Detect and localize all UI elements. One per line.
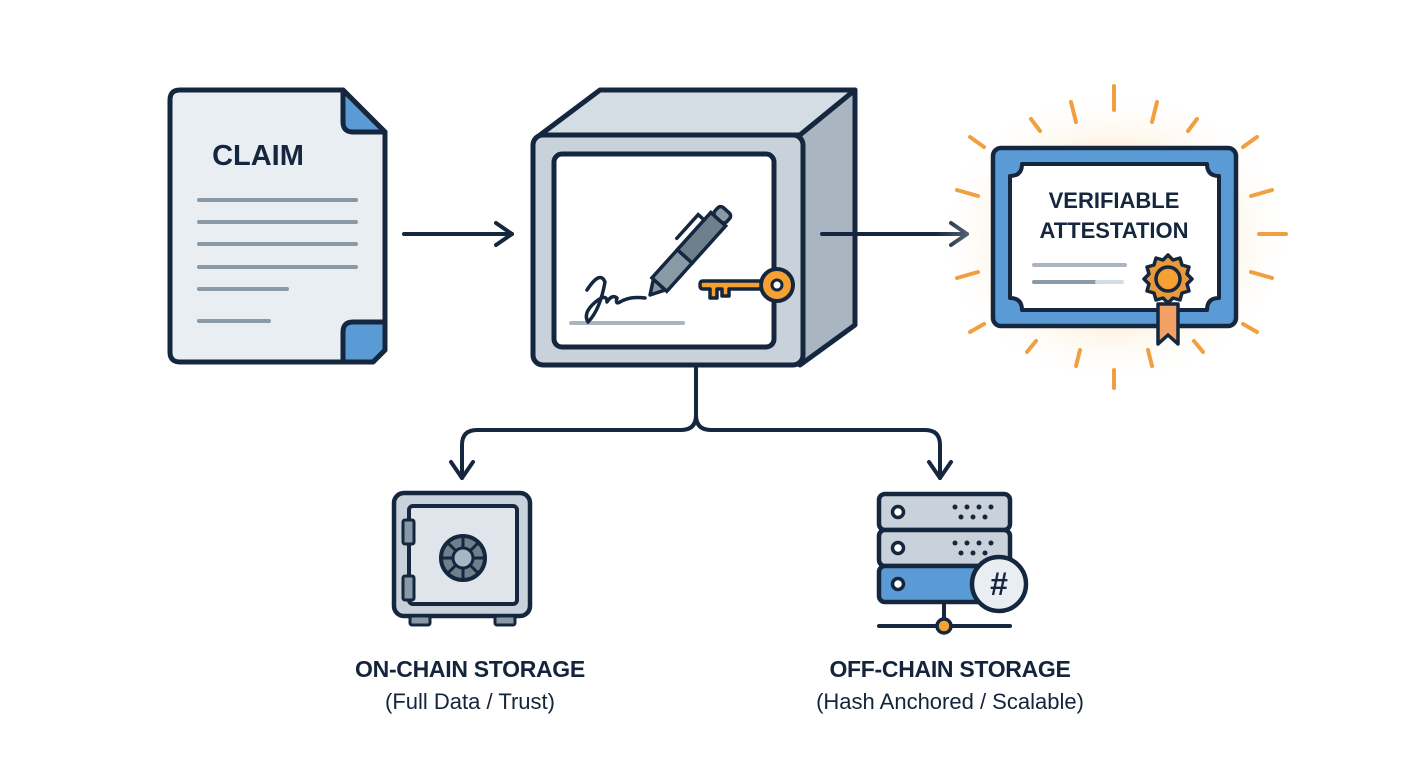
claim-title: CLAIM <box>212 140 304 172</box>
claim-document: CLAIM <box>167 87 388 365</box>
onchain-storage-label: ON-CHAIN STORAGE (Full Data / Trust) <box>300 656 640 715</box>
folded-corner-bottom <box>340 319 388 365</box>
glow-rays <box>955 84 1288 390</box>
signing-enclave <box>530 87 858 368</box>
pen-icon <box>648 204 733 297</box>
hash-icon: # <box>990 566 1008 602</box>
onchain-storage-title: ON-CHAIN STORAGE <box>355 656 585 682</box>
offchain-storage-label: OFF-CHAIN STORAGE (Hash Anchored / Scala… <box>760 656 1140 715</box>
onchain-storage-subtitle: (Full Data / Trust) <box>385 689 555 714</box>
folded-corner-top <box>340 87 388 135</box>
safe-icon <box>391 490 533 627</box>
split-connector <box>449 366 953 480</box>
claim-text-lines <box>197 198 358 323</box>
enclave-side-face <box>797 87 858 368</box>
certificate-text-lines <box>1032 263 1127 284</box>
offchain-storage-subtitle: (Hash Anchored / Scalable) <box>816 689 1084 714</box>
verifiable-attestation: VERIFIABLE ATTESTATION <box>935 84 1295 390</box>
seal-ribbon-icon <box>1142 253 1194 346</box>
signature-icon <box>584 275 647 324</box>
network-node <box>935 617 953 635</box>
server-icon: # <box>876 491 1029 635</box>
attestation-title-line2: ATTESTATION <box>1039 218 1188 243</box>
attestation-title-line1: VERIFIABLE <box>1049 188 1180 213</box>
arrow-claim-to-enclave <box>402 221 514 247</box>
hash-badge <box>969 554 1029 614</box>
key-icon <box>698 267 795 303</box>
offchain-storage-title: OFF-CHAIN STORAGE <box>829 656 1071 682</box>
